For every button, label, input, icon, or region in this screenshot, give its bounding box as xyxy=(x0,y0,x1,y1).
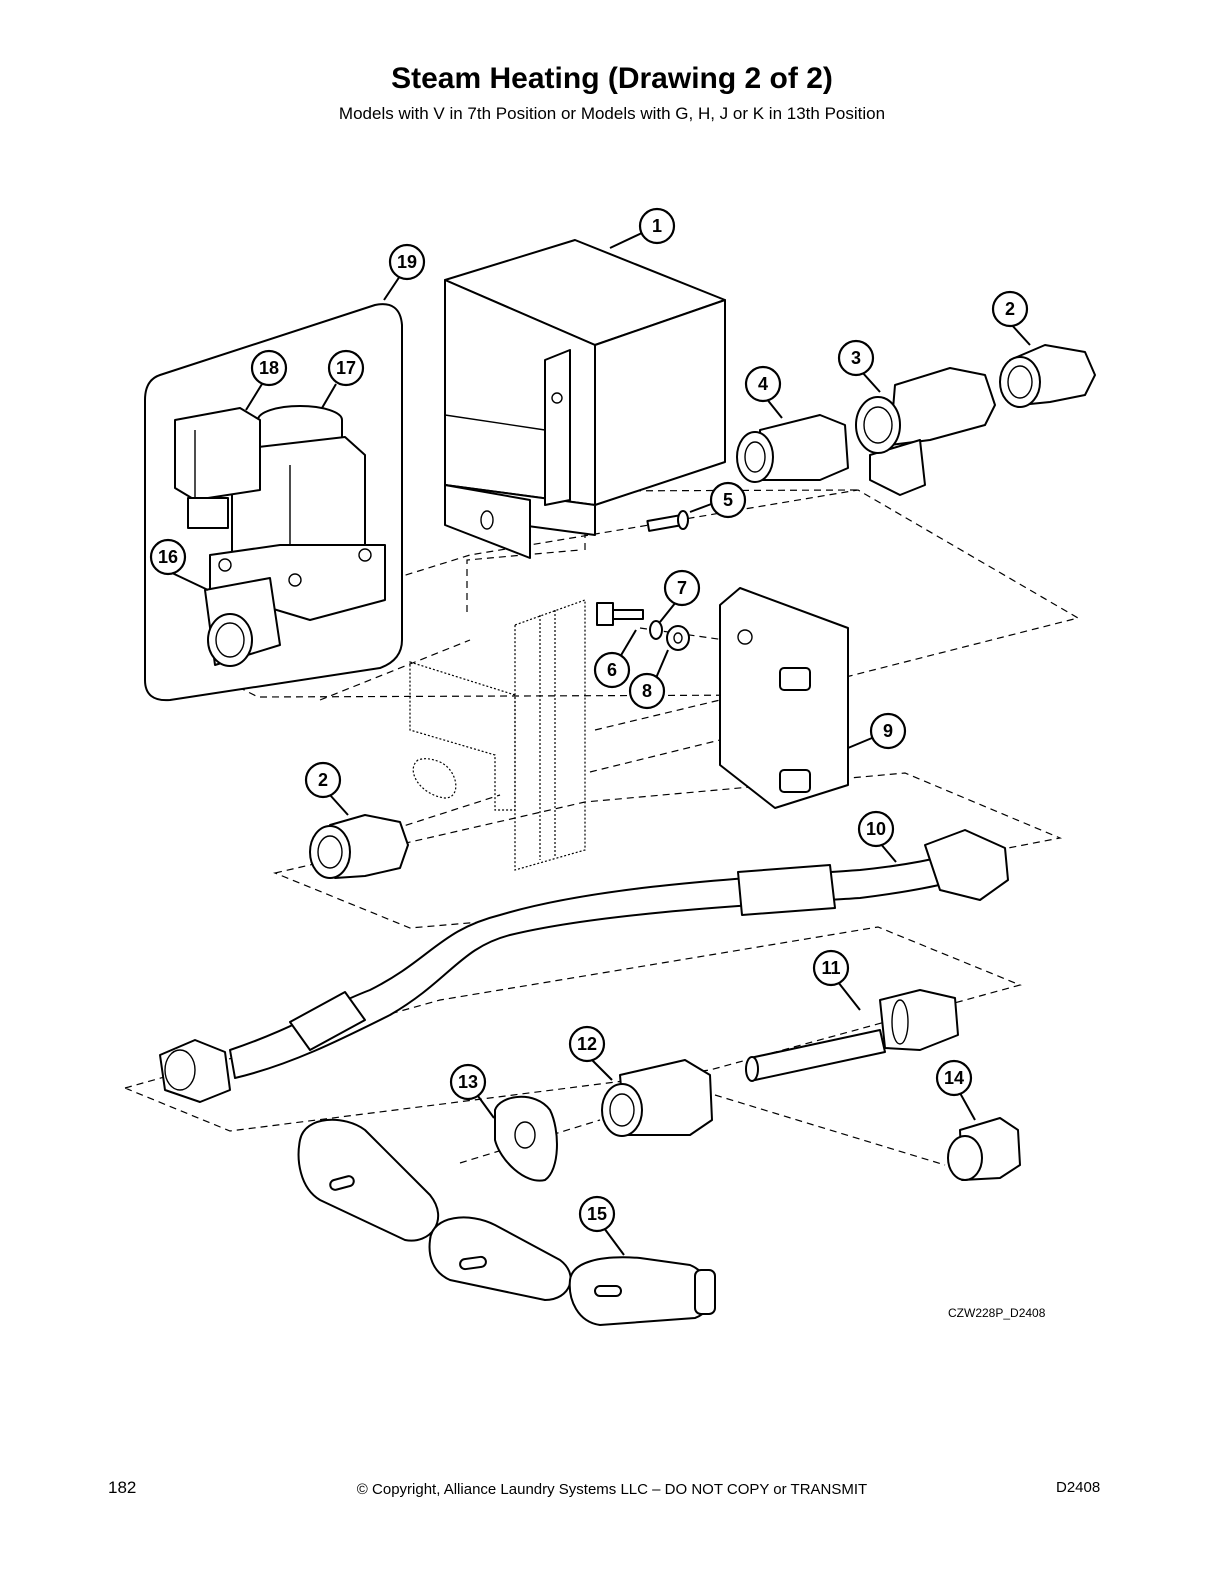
callout-3: 3 xyxy=(837,339,875,377)
callout-2-bottom: 2 xyxy=(304,761,342,799)
drawing-code: CZW228P_D2408 xyxy=(948,1306,1046,1320)
steam-hose xyxy=(159,829,1009,1103)
callout-18: 18 xyxy=(250,349,288,387)
cover-bracket xyxy=(444,239,726,559)
assembly-guide-lines xyxy=(123,489,1080,1166)
callout-6-label: 6 xyxy=(607,660,617,680)
callout-13: 13 xyxy=(449,1063,487,1101)
hex-nipple xyxy=(736,414,849,483)
callout-1: 1 xyxy=(638,207,676,245)
callout-9-label: 9 xyxy=(883,721,893,741)
callout-15-label: 15 xyxy=(587,1204,607,1224)
y-strainer xyxy=(855,367,996,496)
callout-1-label: 1 xyxy=(652,216,662,236)
callout-17-label: 17 xyxy=(336,358,356,378)
callout-2-bottom-label: 2 xyxy=(318,770,328,790)
callout-5: 5 xyxy=(709,481,747,519)
callout-17: 17 xyxy=(327,349,365,387)
callout-7: 7 xyxy=(663,569,701,607)
callout-9: 9 xyxy=(869,712,907,750)
callout-12: 12 xyxy=(568,1025,606,1063)
callout-2-top: 2 xyxy=(991,290,1029,328)
callout-4-label: 4 xyxy=(758,374,768,394)
bolt-washer-set xyxy=(596,602,690,651)
callout-12-label: 12 xyxy=(577,1034,597,1054)
page-subtitle: Models with V in 7th Position or Models … xyxy=(338,104,886,123)
copyright-notice: © Copyright, Alliance Laundry Systems LL… xyxy=(356,1481,868,1498)
callout-18-label: 18 xyxy=(259,358,279,378)
flat-washer xyxy=(494,1095,558,1182)
callout-8-label: 8 xyxy=(642,681,652,701)
document-code: D2408 xyxy=(1056,1479,1101,1496)
callout-3-label: 3 xyxy=(851,348,861,368)
union-fitting-bottom xyxy=(309,814,409,879)
callout-11: 11 xyxy=(812,949,850,987)
callout-6: 6 xyxy=(593,651,631,689)
callout-5-label: 5 xyxy=(723,490,733,510)
callout-16: 16 xyxy=(149,538,187,576)
callout-19-label: 19 xyxy=(397,252,417,272)
callout-8: 8 xyxy=(628,672,666,710)
callout-10: 10 xyxy=(857,810,895,848)
temperature-sensor xyxy=(745,989,959,1082)
callout-7-label: 7 xyxy=(677,578,687,598)
end-cap xyxy=(947,1117,1021,1181)
callout-16-label: 16 xyxy=(158,547,178,567)
callout-4: 4 xyxy=(744,365,782,403)
callout-2-top-label: 2 xyxy=(1005,299,1015,319)
callout-11-label: 11 xyxy=(821,958,840,978)
machine-frame-reference xyxy=(409,599,586,871)
hose-guards xyxy=(297,1118,716,1326)
callout-19: 19 xyxy=(388,243,426,281)
union-fitting-top xyxy=(999,344,1096,408)
hex-coupling xyxy=(601,1059,713,1137)
manifold-plate xyxy=(719,587,849,809)
callout-14: 14 xyxy=(935,1059,973,1097)
callout-15: 15 xyxy=(578,1195,616,1233)
callout-13-label: 13 xyxy=(458,1072,478,1092)
solenoid-valve-assembly xyxy=(144,303,403,702)
callout-14-label: 14 xyxy=(944,1068,964,1088)
page-number: 182 xyxy=(108,1478,137,1497)
screw xyxy=(646,510,689,532)
page-title: Steam Heating (Drawing 2 of 2) xyxy=(391,62,833,95)
callout-10-label: 10 xyxy=(866,819,886,839)
